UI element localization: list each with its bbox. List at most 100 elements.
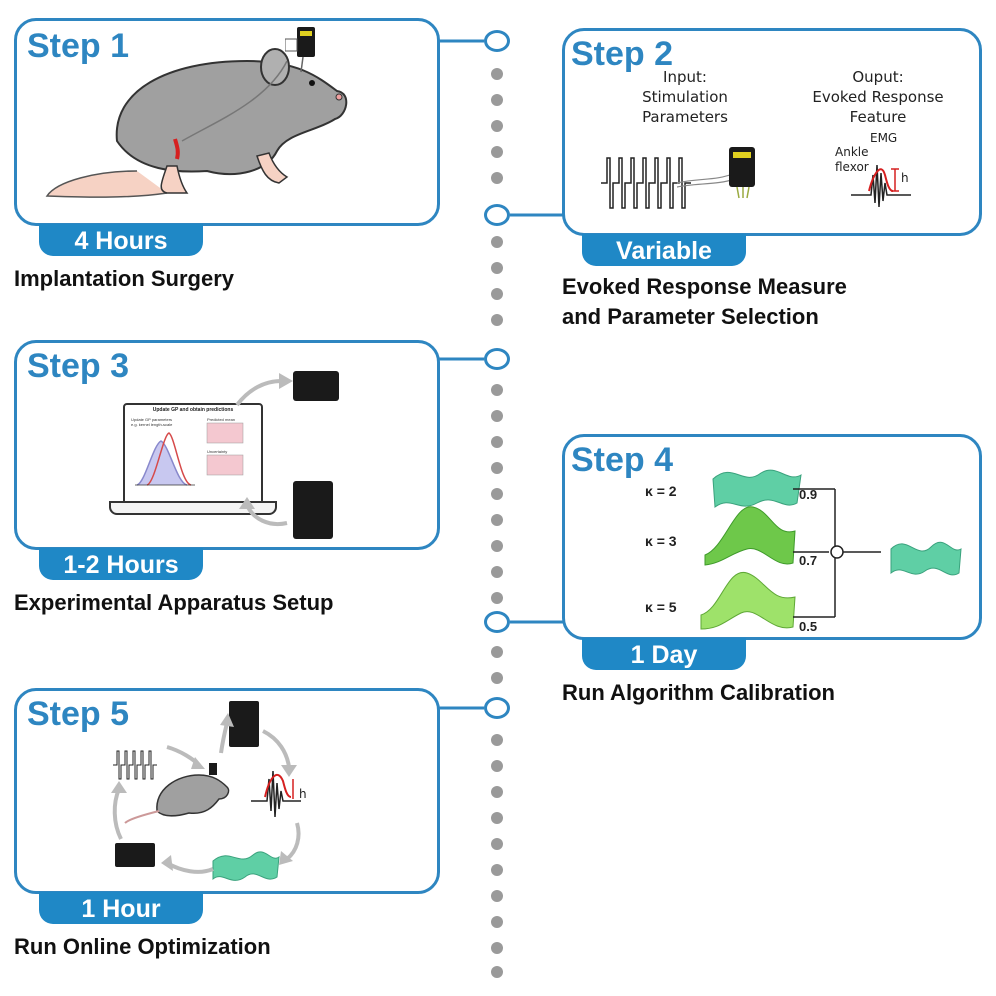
ankle-label-line: Ankle <box>835 145 869 159</box>
timeline-dot <box>491 672 503 684</box>
kappa-label: κ = 3 <box>645 533 677 549</box>
step5-duration-badge: 1 Hour <box>39 892 203 924</box>
timeline-dot <box>491 786 503 798</box>
input-label-line: Stimulation <box>642 88 728 106</box>
timeline-dot <box>491 94 503 106</box>
screen-plots <box>135 422 244 486</box>
output-label-line: Feature <box>849 108 907 126</box>
step2-panel: Step 2 Input: Stimulation Parameters Oup… <box>562 28 982 236</box>
amplifier-icon <box>293 481 333 539</box>
online-loop-diagram <box>111 701 301 881</box>
timeline-dot <box>491 942 503 954</box>
timeline-dot <box>491 890 503 902</box>
step4-panel: Step 4 κ = 2 κ = 3 κ = 5 0.9 0.7 0.5 <box>562 434 982 640</box>
input-label-line: Parameters <box>642 108 728 126</box>
step2-duration-badge: Variable <box>582 234 746 266</box>
emg-trace-icon <box>851 164 911 208</box>
step5-title: Step 5 <box>27 695 130 733</box>
step3-panel: Step 3 Update GP and obtain predictions … <box>14 340 440 550</box>
step2-caption-line1: Evoked Response Measure <box>562 274 847 299</box>
stimulator-box-icon <box>115 843 155 867</box>
step1-duration-badge: 4 Hours <box>39 224 203 256</box>
timeline-dot <box>491 592 503 604</box>
step1-caption: Implantation Surgery <box>14 266 235 291</box>
stimulator-box-icon <box>293 371 339 401</box>
output-label-line: Ouput: <box>852 68 904 86</box>
timeline-node-step1 <box>484 30 510 52</box>
h-label: h <box>901 171 909 185</box>
timeline-dot <box>491 734 503 746</box>
timeline-dot <box>491 384 503 396</box>
timeline-dot <box>491 462 503 474</box>
step5-caption: Run Online Optimization <box>14 934 271 959</box>
timeline-dot <box>491 146 503 158</box>
kappa-label: κ = 2 <box>645 483 677 499</box>
timeline-dot <box>491 488 503 500</box>
laptop-keyboard <box>109 501 277 515</box>
timeline-dot <box>491 68 503 80</box>
timeline-dot <box>491 812 503 824</box>
step5-panel: Step 5 <box>14 688 440 894</box>
timeline-node-step3 <box>484 348 510 370</box>
kappa-label: κ = 5 <box>645 599 677 615</box>
laptop-icon: Update GP and obtain predictions Update … <box>123 403 263 505</box>
step3-duration-badge: 1-2 Hours <box>39 548 203 580</box>
step3-caption: Experimental Apparatus Setup <box>14 590 334 615</box>
step4-duration-badge: 1 Day <box>582 638 746 670</box>
screen-predicted-mean-label: Predicted mean <box>207 417 236 422</box>
timeline-dot <box>491 916 503 928</box>
step2-caption-line2: and Parameter Selection <box>562 304 819 329</box>
timeline-dot <box>491 966 503 978</box>
timeline-dot <box>491 864 503 876</box>
screen-uncertainty-label: Uncertainty <box>207 449 228 454</box>
output-label: Ouput: Evoked Response Feature <box>793 67 963 127</box>
headstage-icon <box>677 147 755 199</box>
timeline-node-step4 <box>484 611 510 633</box>
pulse-train-icon <box>113 750 157 780</box>
flow-arrows <box>235 373 293 526</box>
rat-icon <box>156 774 230 817</box>
screen-heading: Update GP and obtain predictions <box>152 407 234 413</box>
weight-label: 0.7 <box>799 553 818 568</box>
timeline-dot <box>491 566 503 578</box>
screen-left-line: Update GP parameters <box>131 417 173 422</box>
timeline-dot <box>491 314 503 326</box>
input-label: Input: Stimulation Parameters <box>625 67 745 127</box>
ankle-label-line: flexor <box>835 160 869 174</box>
timeline-dot <box>491 436 503 448</box>
step1-panel: Step 1 <box>14 18 440 226</box>
step1-title: Step 1 <box>27 27 130 65</box>
step3-title: Step 3 <box>27 347 130 385</box>
weight-label: 0.5 <box>799 619 818 634</box>
timeline-node-step5 <box>484 697 510 719</box>
weight-label: 0.9 <box>799 487 818 502</box>
step4-title: Step 4 <box>571 441 674 479</box>
rat-icon <box>45 48 348 198</box>
emg-label: EMG <box>870 131 898 145</box>
timeline-dot <box>491 172 503 184</box>
timeline-dot <box>491 236 503 248</box>
timeline-dot <box>491 760 503 772</box>
pulse-train-icon <box>601 157 691 209</box>
timeline-dot <box>491 410 503 422</box>
timeline-dot <box>491 838 503 850</box>
input-label-line: Input: <box>663 68 707 86</box>
timeline-dot <box>491 646 503 658</box>
timeline-dot <box>491 120 503 132</box>
gp-surface-icon <box>700 469 962 630</box>
screen-left-line: e.g. kernel length-scale <box>131 422 173 427</box>
amplifier-icon <box>229 701 259 747</box>
timeline-dot <box>491 514 503 526</box>
headstage-icon <box>285 27 315 73</box>
timeline-node-step2 <box>484 204 510 226</box>
timeline-dot <box>491 540 503 552</box>
step4-caption: Run Algorithm Calibration <box>562 680 835 705</box>
ankle-flexor-label: Ankle flexor <box>835 145 869 175</box>
timeline-dot <box>491 288 503 300</box>
gp-surface-icon <box>212 851 280 881</box>
h-label: h <box>299 787 307 801</box>
step2-title: Step 2 <box>571 35 674 73</box>
screen-left-text: Update GP parameters e.g. kernel length-… <box>131 417 172 427</box>
output-label-line: Evoked Response <box>812 88 944 106</box>
